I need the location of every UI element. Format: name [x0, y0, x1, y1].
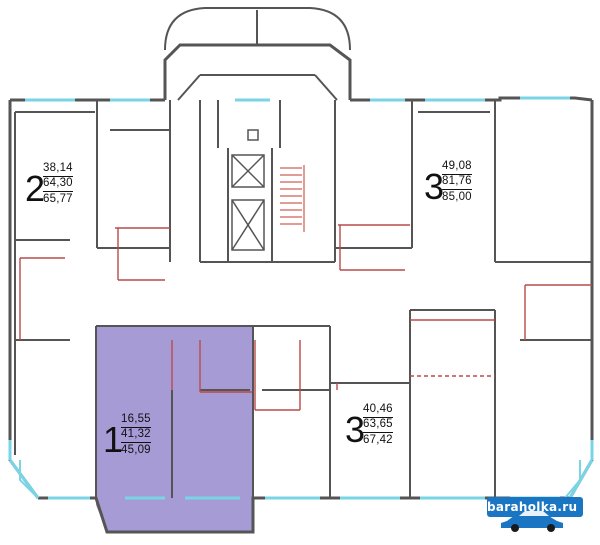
- staircase: [280, 165, 305, 232]
- apartment-3-living-area: 40,46: [363, 403, 393, 418]
- apartment-2-total-area: 41,32: [121, 428, 151, 443]
- apartment-3-rooms: 3: [345, 409, 366, 450]
- apartment-0-total-area: 64,30: [43, 177, 73, 192]
- car-icon: [487, 497, 583, 532]
- apartment-2-balcony-area: 45,09: [121, 444, 151, 456]
- interior-partitions: [19, 224, 592, 411]
- apartment-3-balcony-area: 67,42: [363, 434, 393, 446]
- apartment-1-living-area: 49,08: [442, 160, 472, 175]
- apartment-0-rooms: 2: [25, 168, 46, 209]
- apartment-2-rooms: 1: [103, 419, 124, 460]
- apartment-3-total-area: 63,65: [363, 418, 393, 433]
- watermark: baraholka.ru: [487, 497, 583, 533]
- apartment-0-balcony-area: 65,77: [43, 193, 73, 205]
- top-bay: [164, 7, 351, 101]
- apartment-1-balcony-area: 85,00: [442, 191, 472, 203]
- elevator-shafts: [231, 129, 265, 251]
- watermark-text: baraholka.ru: [487, 500, 578, 514]
- apartment-1-rooms: 3: [424, 166, 445, 207]
- apartment-1-total-area: 81,76: [442, 175, 472, 190]
- apartment-2-living-area: 16,55: [121, 413, 151, 428]
- apartment-0-living-area: 38,14: [43, 162, 73, 177]
- highlighted-apartment-area: [96, 326, 253, 532]
- bay-windows: [19, 460, 581, 499]
- partition-walls: [14, 100, 592, 498]
